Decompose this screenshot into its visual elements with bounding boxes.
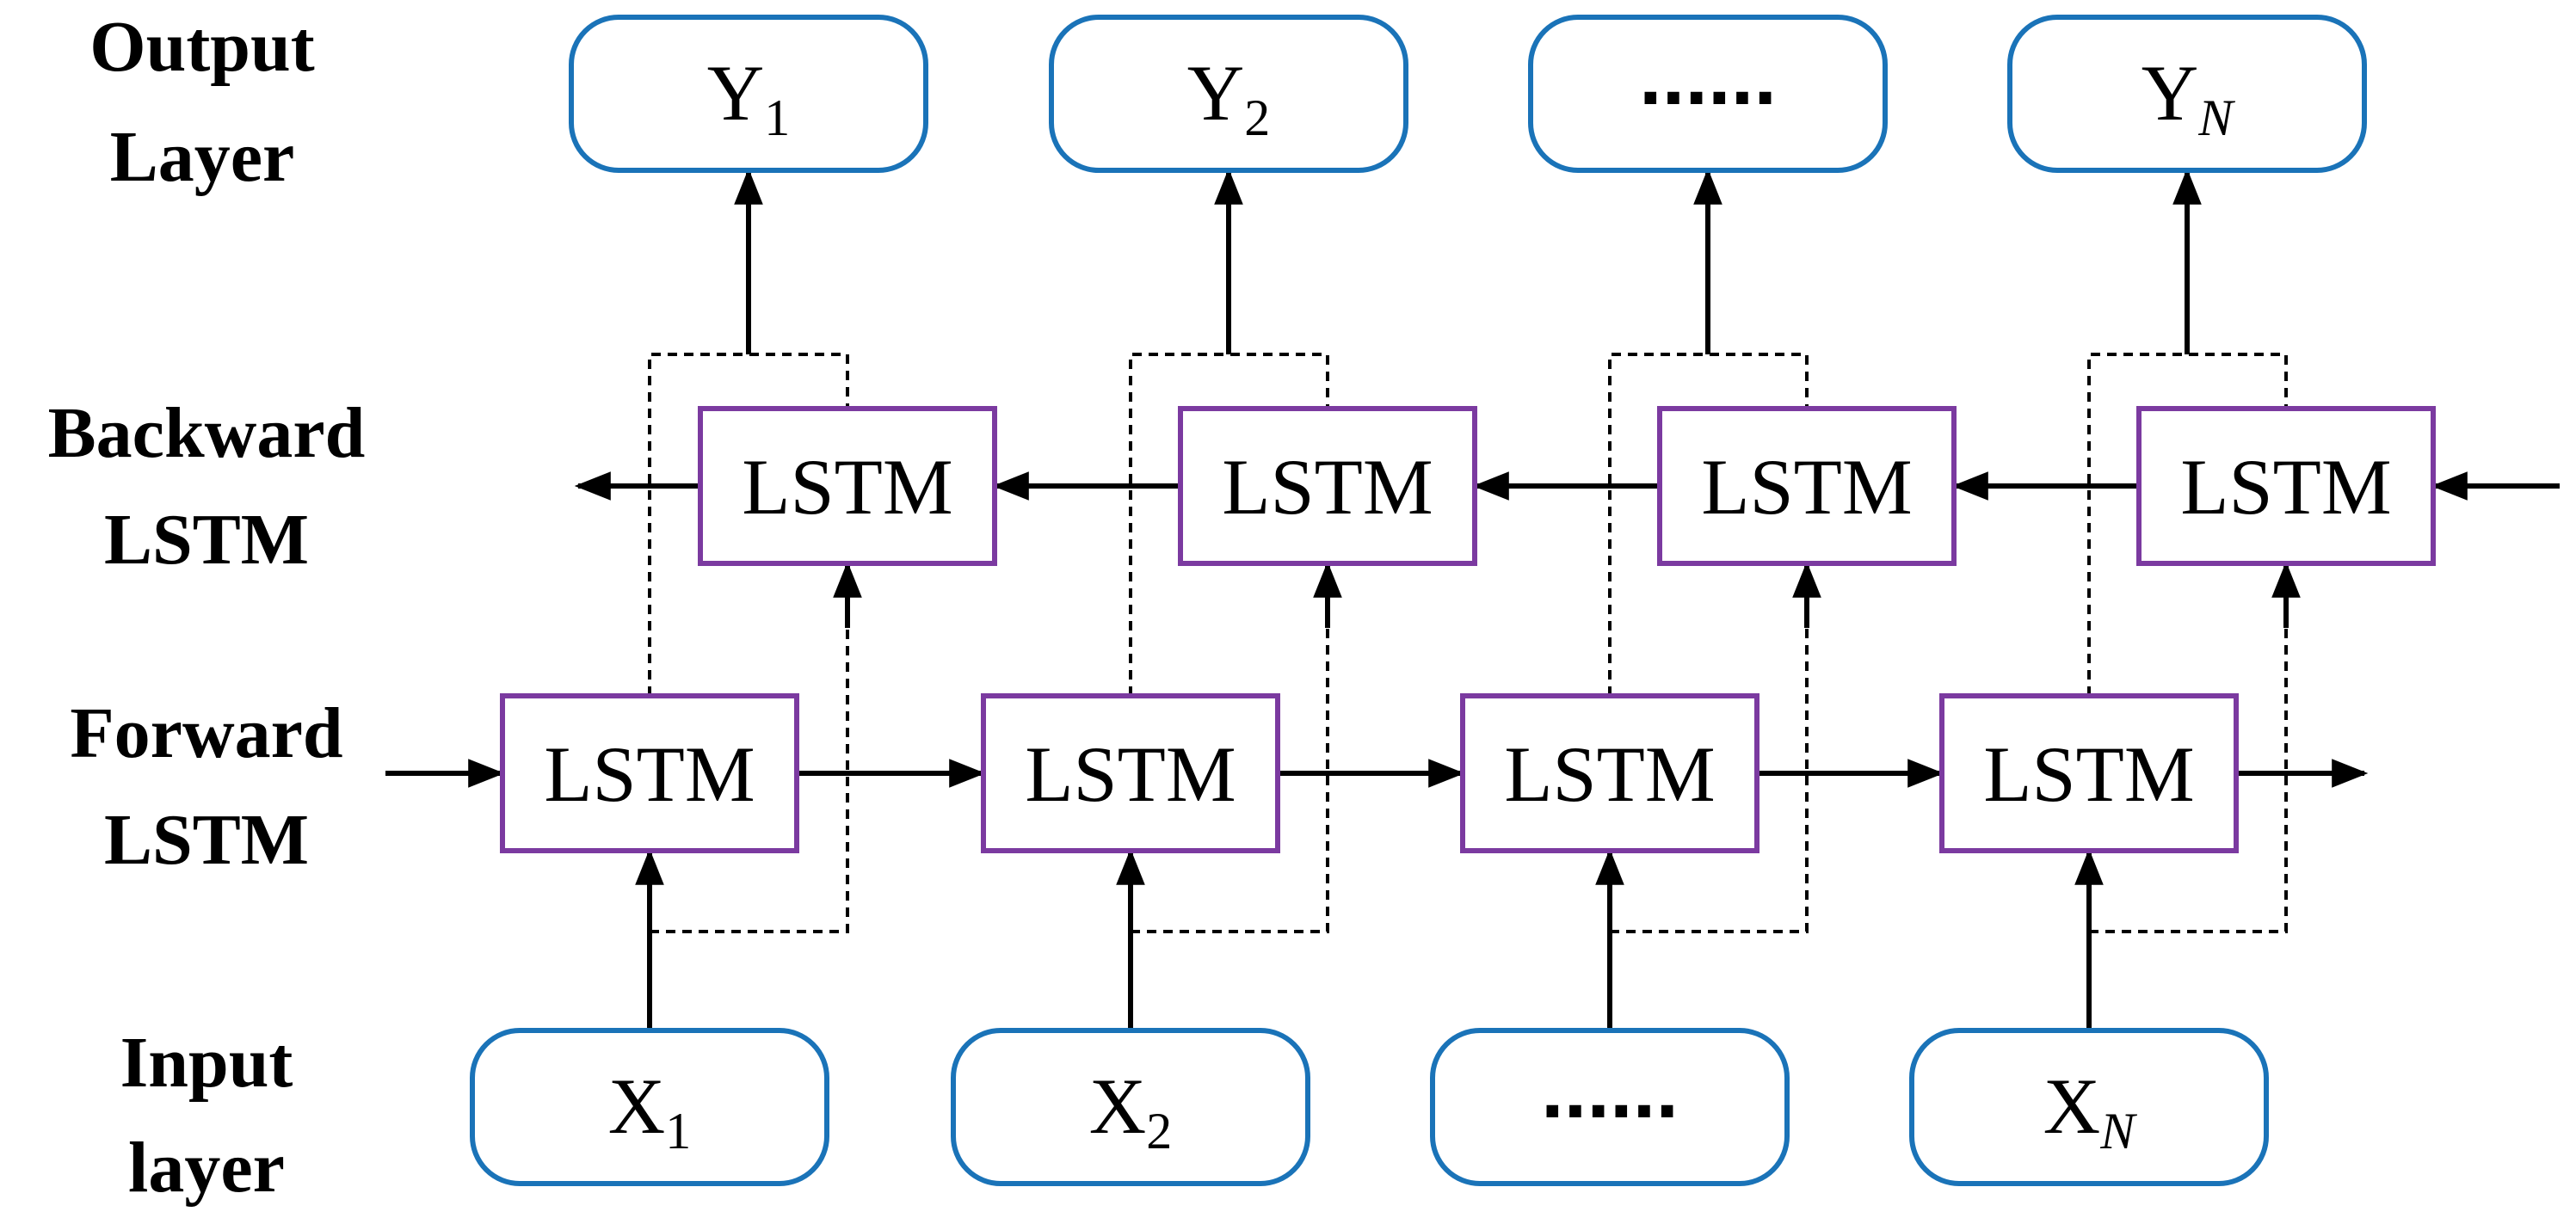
forward-backward-combine-dashed	[648, 353, 849, 696]
input-to-backward-dashed	[1610, 628, 1809, 933]
backward-lstm-cell	[698, 406, 997, 566]
forward-lstm-label: LSTM	[544, 730, 755, 818]
forward-lstm-cell	[1460, 693, 1759, 853]
input-ellipsis: ......	[1541, 1043, 1679, 1135]
forward-lstm-cell	[981, 693, 1280, 853]
forward-lstm-label-line2: LSTM	[104, 800, 309, 880]
backward-lstm-label: LSTM	[2180, 443, 2391, 531]
output-label-2: Y2	[1187, 49, 1270, 146]
input-layer-label-line2: layer	[128, 1128, 285, 1208]
forward-backward-combine-dashed	[1608, 353, 1809, 696]
output-node-n	[2007, 15, 2367, 173]
input-node-1	[470, 1028, 829, 1186]
input-label-n: XN	[2043, 1062, 2137, 1159]
forward-backward-combine-dashed	[1129, 353, 1329, 696]
backward-lstm-label: LSTM	[1701, 443, 1912, 531]
input-node-2	[951, 1028, 1310, 1186]
forward-lstm-cell	[500, 693, 799, 853]
input-node-ellipsis	[1430, 1028, 1790, 1186]
backward-lstm-cell	[1178, 406, 1477, 566]
backward-lstm-cell	[2136, 406, 2436, 566]
output-layer-label-line2: Layer	[110, 117, 295, 197]
backward-lstm-label-line2: LSTM	[104, 500, 309, 580]
input-to-backward-dashed	[1131, 628, 1329, 933]
forward-lstm-label: LSTM	[1504, 730, 1715, 818]
backward-lstm-label: LSTM	[1222, 443, 1433, 531]
input-to-backward-dashed	[650, 628, 849, 933]
forward-lstm-label: LSTM	[1983, 730, 2194, 818]
input-label-1: X1	[608, 1062, 691, 1159]
output-node-ellipsis	[1528, 15, 1888, 173]
backward-lstm-cell	[1657, 406, 1957, 566]
forward-lstm-label-line1: Forward	[70, 693, 342, 773]
input-label-2: X2	[1089, 1062, 1172, 1159]
forward-lstm-label: LSTM	[1025, 730, 1236, 818]
backward-lstm-label: LSTM	[742, 443, 952, 531]
output-label-1: Y1	[707, 49, 790, 146]
input-to-backward-dashed	[2089, 628, 2288, 933]
forward-lstm-cell	[1939, 693, 2239, 853]
output-label-n: YN	[2142, 49, 2235, 146]
input-node-n	[1909, 1028, 2269, 1186]
diagram-content: Y1 Y2...... YN X1 X2...... XN LSTM LSTM LSTM LSTM…	[385, 15, 2560, 1186]
output-node-1	[569, 15, 928, 173]
backward-lstm-label-line1: Backward	[48, 393, 366, 473]
output-layer-label-line1: Output	[89, 7, 314, 87]
forward-backward-combine-dashed	[2087, 353, 2288, 696]
input-layer-label-line1: Input	[120, 1023, 293, 1103]
output-node-2	[1049, 15, 1408, 173]
output-ellipsis: ......	[1639, 30, 1777, 122]
